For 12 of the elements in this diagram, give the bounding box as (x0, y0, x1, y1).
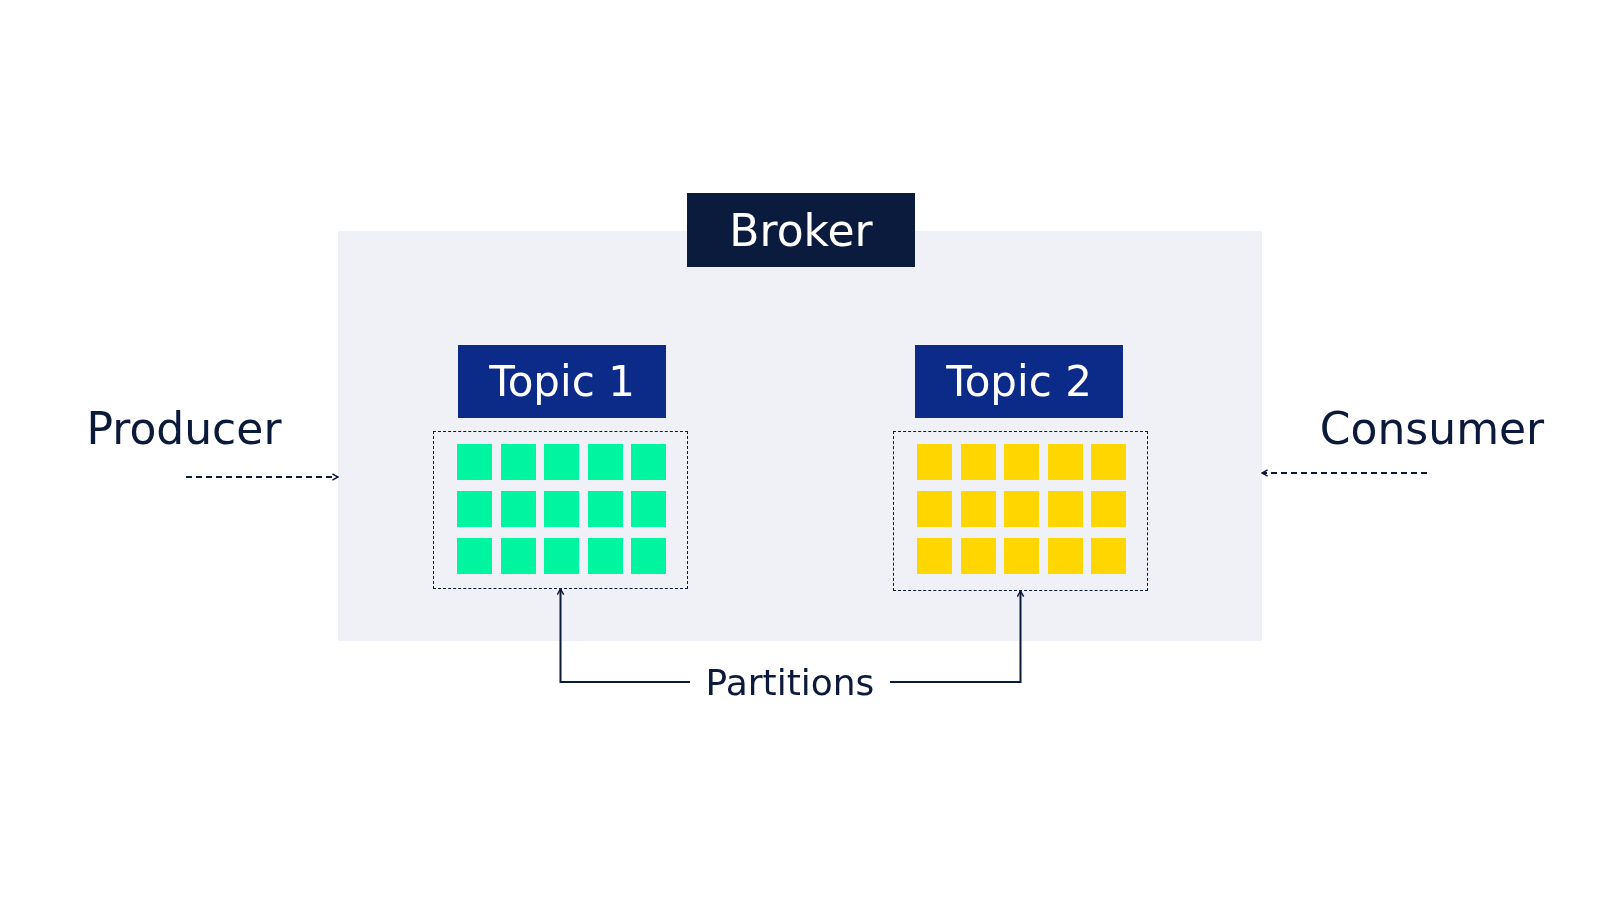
text-label: Consumer (1314, 400, 1550, 456)
arrow (1261, 469, 1428, 477)
text-label: Partitions (690, 658, 890, 706)
partition-group (893, 431, 1148, 591)
topic-label: Topic 2 (915, 345, 1123, 418)
partition-group (433, 431, 688, 589)
arrow (556, 588, 691, 683)
text-label: Producer (78, 400, 290, 456)
arrow (889, 590, 1025, 683)
broker-title: Broker (687, 193, 915, 267)
arrow (185, 473, 339, 481)
topic-label: Topic 1 (458, 345, 666, 418)
